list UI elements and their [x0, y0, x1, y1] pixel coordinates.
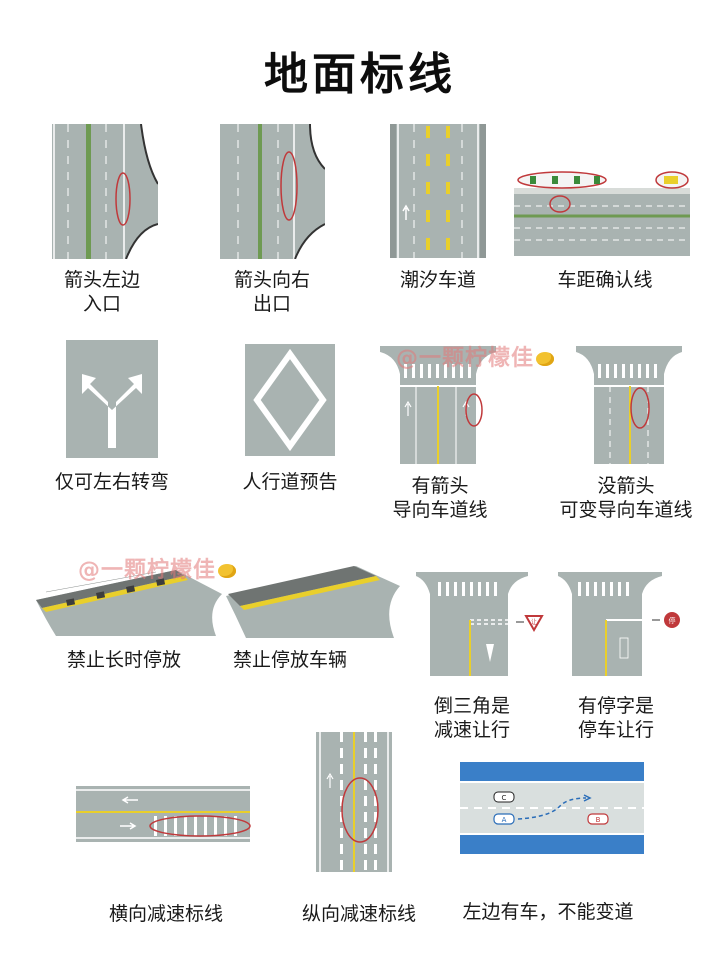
stop-sign-label: 停: [669, 616, 676, 625]
left-entrance-diagram: [46, 124, 158, 259]
caption-crosswalk-ahead: 人行道预告: [242, 471, 338, 493]
car-c-label: C: [502, 794, 507, 802]
no-long-parking-diagram: [36, 570, 226, 636]
variable-guide-lane-diagram: [576, 346, 682, 464]
no-parking-diagram: [226, 566, 400, 638]
car-a-label: A: [502, 816, 507, 824]
right-exit-diagram: [220, 124, 325, 259]
distance-check-diagram: [514, 166, 690, 256]
caption-yield: 倒三角是 减速让行: [433, 695, 510, 741]
no-lane-change-diagram: C A B: [460, 762, 644, 854]
caption-no-long-parking: 禁止长时停放: [66, 649, 181, 671]
longitudinal-deceleration-diagram: [316, 732, 392, 872]
watermark-text: @一颗柠檬佳: [78, 558, 217, 583]
caption-longitudinal-deceleration: 纵向减速标线: [301, 903, 416, 925]
yield-sign-label: 让: [531, 618, 537, 626]
watermark-middle: @一颗柠檬佳: [78, 552, 237, 584]
caption-transverse-deceleration: 横向减速标线: [108, 903, 223, 925]
caption-left-entrance: 箭头左边 入口: [63, 269, 140, 315]
arrow-guide-lane-diagram: [380, 346, 496, 464]
crosswalk-ahead-diagram: [245, 344, 335, 456]
watermark-top: @一颗柠檬佳: [396, 340, 555, 372]
caption-arrow-guide-lane: 有箭头 导向车道线: [392, 475, 488, 521]
caption-right-exit: 箭头向右 出口: [233, 269, 310, 315]
yield-marking-diagram: 让: [416, 572, 548, 676]
caption-stop: 有停字是 停车让行: [577, 695, 654, 741]
transverse-deceleration-diagram: [76, 786, 252, 842]
car-b-label: B: [596, 816, 601, 824]
watermark-text: @一颗柠檬佳: [396, 346, 535, 371]
caption-variable-guide-lane: 没箭头 可变导向车道线: [559, 475, 693, 521]
stop-marking-diagram: 停: [558, 572, 688, 676]
turn-left-right-only-diagram: [66, 340, 158, 458]
caption-distance-check: 车距确认线: [557, 269, 653, 291]
lemon-icon: [218, 564, 237, 578]
page-title: 地面标线: [264, 49, 456, 100]
caption-turn-only: 仅可左右转弯: [54, 471, 169, 493]
caption-tidal-lane: 潮汐车道: [399, 269, 476, 291]
caption-no-parking: 禁止停放车辆: [232, 649, 347, 671]
caption-no-lane-change: 左边有车，不能变道: [462, 901, 634, 923]
lemon-icon: [536, 352, 555, 366]
tidal-lane-diagram: [390, 124, 486, 258]
